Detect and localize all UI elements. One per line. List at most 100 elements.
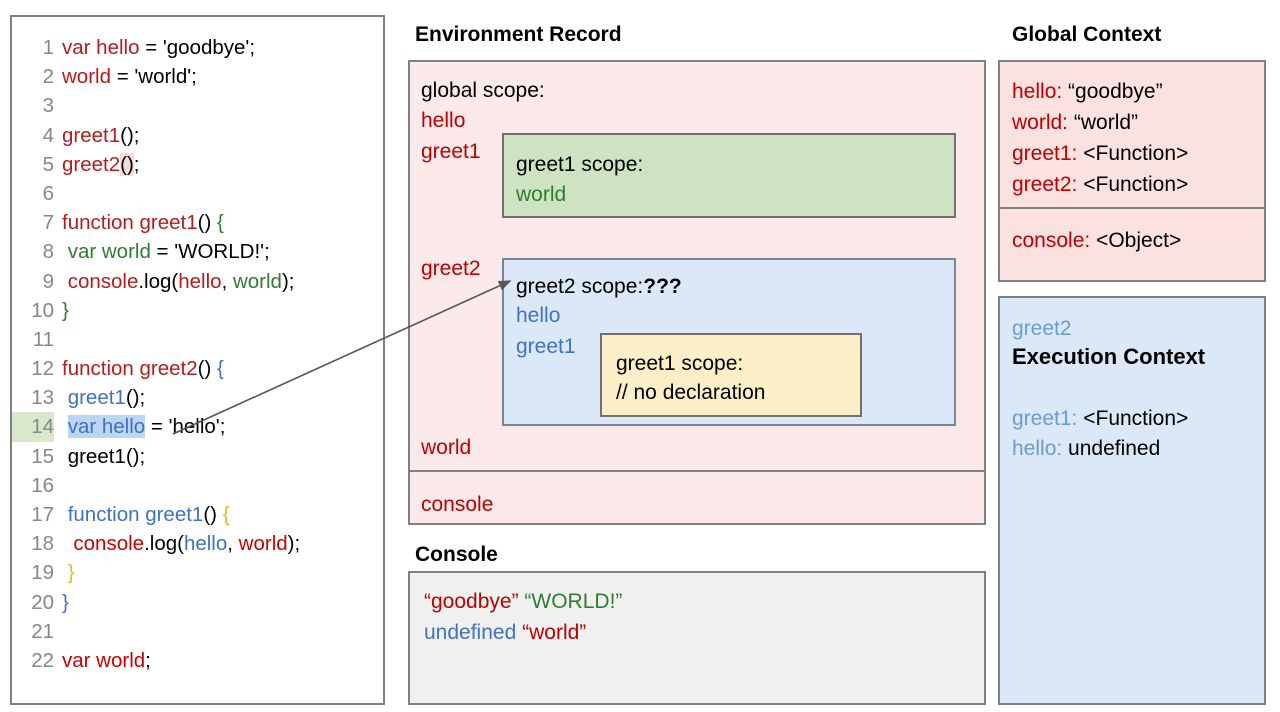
code-token: ; [145, 648, 151, 672]
global-entry-greet1: greet1: <Function> [1012, 143, 1188, 164]
code-token: = 'hello'; [145, 415, 226, 439]
binding-world: world [421, 436, 472, 459]
code-line-number: 18 [31, 532, 54, 556]
code-token: function greet2 [62, 357, 198, 381]
execution-entry-hello-key: hello: [1012, 437, 1063, 460]
code-line-number: 5 [42, 152, 54, 176]
code-token: , [221, 269, 233, 293]
code-line-text: } [62, 588, 69, 617]
code-panel: 1 var hello = 'goodbye'; 2 world = 'world';… [10, 15, 385, 705]
code-token: ); [287, 532, 301, 556]
code-token: () [197, 357, 217, 381]
code-line[interactable]: 19 } [12, 558, 383, 587]
code-line[interactable]: 8 var world = 'WORLD!'; [12, 237, 383, 266]
code-token: console [62, 532, 145, 556]
code-token: world [238, 532, 288, 556]
code-line-number: 6 [42, 181, 54, 205]
code-token: ; [133, 152, 140, 176]
code-token: greet2 [62, 152, 121, 176]
code-line[interactable]: 1 var hello = 'goodbye'; [12, 33, 383, 62]
greet2-scope-unknown-marker: ??? [643, 275, 682, 298]
code-line-text: console.log(hello, world); [62, 267, 295, 296]
code-token: () [120, 152, 134, 176]
code-line-text: var hello = 'goodbye'; [62, 33, 255, 62]
code-line-number: 21 [31, 619, 54, 643]
global-entry-greet2-value: <Function> [1077, 173, 1189, 196]
global-entry-greet2-key: greet2: [1012, 173, 1078, 196]
code-token: greet1 [62, 123, 121, 147]
code-line[interactable]: 9 console.log(hello, world); [12, 267, 383, 296]
code-token: () [203, 503, 223, 526]
environment-record-title: Environment Record [415, 23, 622, 46]
code-line-text: world = 'world'; [62, 62, 197, 91]
greet1-inner-scope-comment: // no declaration [616, 381, 766, 404]
code-line-number: 14 [12, 412, 54, 442]
code-line-number: 17 [31, 503, 54, 526]
binding-greet2: greet2 [421, 257, 481, 280]
code-token: = 'world'; [111, 65, 197, 89]
code-line[interactable]: 10} [12, 296, 383, 325]
console-title: Console [415, 543, 498, 566]
code-line-text: console.log(hello, world); [62, 529, 300, 558]
code-line[interactable]: 13 greet1(); [12, 383, 383, 412]
global-context-divider [998, 207, 1266, 209]
code-token: } [62, 561, 75, 585]
code-line-list[interactable]: 1 var hello = 'goodbye'; 2 world = 'world';… [12, 33, 383, 675]
code-token: var hello [62, 36, 140, 59]
code-line-number: 3 [42, 94, 54, 118]
code-token: .log( [144, 532, 184, 556]
code-line[interactable]: 6 [12, 179, 383, 208]
execution-context-name: greet2 [1012, 317, 1072, 340]
code-line[interactable]: 16 [12, 471, 383, 500]
console-token: undefined [424, 621, 517, 644]
code-line[interactable]: 5 greet2(); [12, 150, 383, 179]
code-token: function greet1 [62, 503, 204, 526]
console-token: “world” [522, 621, 587, 644]
code-line[interactable]: 4 greet1(); [12, 121, 383, 150]
greet1-scope-box [502, 133, 956, 218]
global-entry-console-value: <Object> [1090, 229, 1182, 252]
code-token: (); [120, 123, 140, 147]
code-token: console [62, 269, 139, 293]
code-line-text: } [62, 296, 69, 325]
code-token: = 'WORLD!'; [150, 240, 270, 264]
global-context-title: Global Context [1012, 23, 1162, 46]
code-line-number: 19 [31, 561, 54, 585]
code-line[interactable]: 11 [12, 325, 383, 354]
greet1-scope-binding-world: world [516, 183, 567, 206]
global-entry-greet1-key: greet1: [1012, 142, 1078, 165]
code-line-text: greet2(); [62, 150, 140, 179]
code-line[interactable]: 17 function greet1() { [12, 500, 383, 529]
execution-context-box [998, 296, 1266, 705]
code-token: hello [178, 269, 222, 293]
binding-hello: hello [421, 109, 466, 132]
code-token: () [197, 211, 217, 235]
global-entry-greet2: greet2: <Function> [1012, 174, 1188, 195]
code-line[interactable]: 2 world = 'world'; [12, 62, 383, 91]
code-line[interactable]: 20} [12, 588, 383, 617]
code-token: greet1(); [62, 444, 146, 468]
code-line-text: } [62, 558, 75, 587]
code-line-number: 1 [42, 36, 54, 59]
code-line-number: 4 [42, 123, 54, 147]
code-line[interactable]: 15 greet1(); [12, 442, 383, 471]
code-token: var hello [67, 415, 146, 439]
code-line-number: 12 [31, 357, 54, 381]
global-entry-hello-key: hello: [1012, 80, 1063, 103]
code-token: .log( [138, 269, 179, 293]
code-line[interactable]: 18 console.log(hello, world); [12, 529, 383, 558]
code-line[interactable]: 3 [12, 91, 383, 120]
code-line[interactable]: 14 var hello = 'hello'; [12, 412, 383, 442]
code-token: } [62, 298, 69, 322]
console-box: “goodbye” “WORLD!”undefined “world” [408, 571, 986, 705]
code-token: ); [281, 269, 295, 293]
code-token: { [216, 211, 224, 235]
code-line-number: 13 [31, 386, 54, 410]
code-line-number: 2 [42, 65, 54, 89]
code-line[interactable]: 21 [12, 617, 383, 646]
code-line-number: 7 [42, 211, 54, 235]
greet2-scope-header: greet2 scope:??? [516, 276, 682, 297]
